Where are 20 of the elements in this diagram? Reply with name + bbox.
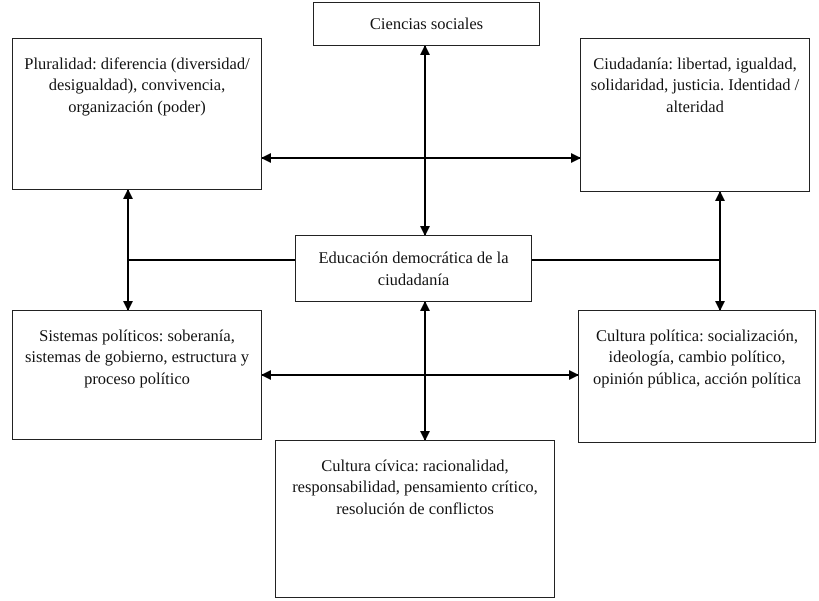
concept-box [578,310,816,443]
concept-box [580,38,810,192]
concept-box [12,38,262,190]
double-arrow [532,259,725,311]
concept-text: Cultura cívica: racionalidad, responsabilidad, pensamiento crítico, resolución de conflictos [291,455,539,520]
concept-text: Educación democrática de la ciudadanía [317,247,510,290]
concept-text: Pluralidad: diferencia (diversidad/ desigualdad), convivencia, organización (poder) [23,53,251,118]
concept-text: Cultura política: socialización, ideología, cambio político, opinión pública, acción política [592,325,802,390]
double-arrow [261,370,579,380]
concept-box [295,235,532,302]
concept-box [12,310,262,440]
concept-box [275,440,555,598]
double-arrow [261,153,581,163]
double-arrow [420,45,430,236]
double-arrow [123,259,295,311]
concept-text: Ciencias sociales [370,13,484,35]
double-arrow [420,301,430,441]
concept-text: Sistemas políticos: soberanía, sistemas de gobierno, estructura y proceso político [24,325,250,390]
concept-box [313,2,540,46]
concept-text: Ciudadanía: libertad, igualdad, solidaridad, justicia. Identidad / alteridad [590,53,800,118]
